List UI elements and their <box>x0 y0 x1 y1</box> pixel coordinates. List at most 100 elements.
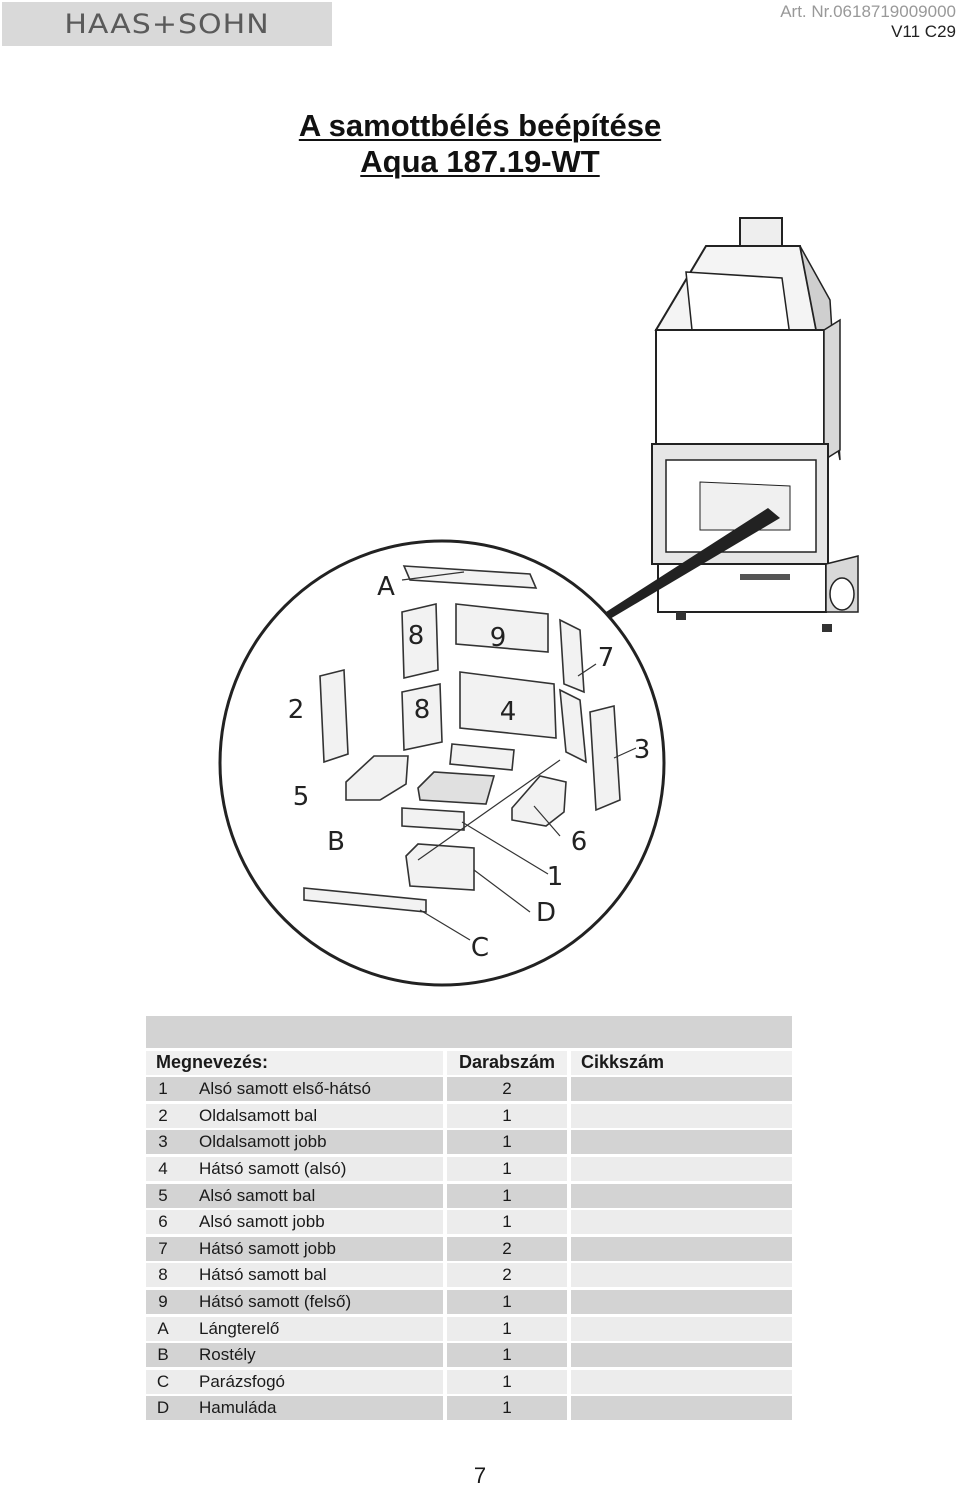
label-1: 1 <box>547 862 564 892</box>
row-quantity: 1 <box>447 1369 567 1394</box>
row-number: 6 <box>158 1212 168 1232</box>
row-name-cell: A Lángterelő <box>146 1316 443 1341</box>
detail-circle <box>218 539 666 987</box>
title-line-1: A samottbélés beépítése <box>298 108 662 143</box>
table-row: 9 Hátsó samott (felső) 1 <box>146 1289 792 1314</box>
row-number: A <box>157 1318 169 1338</box>
row-quantity: 1 <box>447 1289 567 1314</box>
label-8-lower: 8 <box>414 695 431 725</box>
row-part-name: Hátsó samott (alsó) <box>199 1158 347 1178</box>
row-number: 1 <box>158 1079 168 1099</box>
brand-logo: HAAS+SOHN <box>2 2 332 46</box>
stove-illustration <box>651 217 859 632</box>
article-info: Art. Nr.0618719009000 V11 C29 <box>780 2 956 42</box>
header-qty: Darabszám <box>447 1050 567 1075</box>
label-6: 6 <box>571 827 588 857</box>
label-B: B <box>327 827 345 857</box>
label-5: 5 <box>293 782 310 812</box>
row-article-code <box>571 1156 792 1181</box>
row-number: 2 <box>158 1105 168 1125</box>
row-article-code <box>571 1236 792 1261</box>
label-8-upper: 8 <box>408 621 425 651</box>
part-flame-baffle <box>402 565 538 589</box>
row-name-cell: D Hamuláda <box>146 1396 443 1421</box>
row-name-cell: 2 Oldalsamott bal <box>146 1103 443 1128</box>
part-side-left <box>319 668 349 764</box>
row-part-name: Hátsó samott (felső) <box>199 1291 352 1311</box>
row-number: 3 <box>158 1132 168 1152</box>
row-number: 8 <box>158 1265 168 1285</box>
label-2: 2 <box>288 695 305 725</box>
part-bottom-front <box>401 807 465 831</box>
title-line-2: Aqua 187.19-WT <box>360 144 600 179</box>
table-header-row: Megnevezés: Darabszám Cikkszám <box>146 1050 792 1075</box>
row-part-name: Hamuláda <box>199 1398 277 1418</box>
part-back-left-lower <box>401 683 443 751</box>
part-ember-catcher <box>303 887 427 913</box>
callout-pointer <box>588 508 780 632</box>
row-part-name: Hátsó samott jobb <box>199 1238 337 1258</box>
label-D: D <box>536 898 556 928</box>
row-number: 9 <box>158 1291 168 1311</box>
row-number: 7 <box>158 1238 168 1258</box>
label-7: 7 <box>598 643 615 673</box>
row-quantity: 1 <box>447 1183 567 1208</box>
header-name: Megnevezés: <box>146 1050 443 1075</box>
row-number: 4 <box>158 1158 168 1178</box>
stove-body <box>655 329 825 451</box>
part-front-rail <box>449 743 515 771</box>
row-article-code <box>571 1369 792 1394</box>
row-number: D <box>156 1398 170 1418</box>
label-9: 9 <box>490 623 507 653</box>
label-3: 3 <box>634 735 651 765</box>
exploded-view-diagram: A 8 9 7 2 8 4 3 5 B 6 1 D C <box>218 217 859 987</box>
row-name-cell: 8 Hátsó samott bal <box>146 1263 443 1288</box>
row-quantity: 1 <box>447 1343 567 1368</box>
row-quantity: 1 <box>447 1130 567 1155</box>
part-labels: A 8 9 7 2 8 4 3 5 B 6 1 D C <box>288 572 651 963</box>
row-name-cell: 7 Hátsó samott jobb <box>146 1236 443 1261</box>
header-code: Cikkszám <box>571 1050 792 1075</box>
version-code: V11 C29 <box>891 22 956 41</box>
label-A: A <box>377 572 395 602</box>
row-part-name: Oldalsamott bal <box>199 1105 318 1125</box>
part-back-lower <box>459 671 557 739</box>
logo-text: HAAS+SOHN <box>64 8 270 40</box>
page-number: 7 <box>473 1463 487 1488</box>
row-part-name: Rostély <box>199 1345 256 1365</box>
article-number: Art. Nr.0618719009000 <box>780 2 956 21</box>
row-number: C <box>156 1371 170 1391</box>
row-quantity: 2 <box>447 1263 567 1288</box>
row-quantity: 2 <box>447 1077 567 1102</box>
row-part-name: Lángterelő <box>199 1318 280 1338</box>
row-article-code <box>571 1130 792 1155</box>
row-article-code <box>571 1343 792 1368</box>
row-part-name: Oldalsamott jobb <box>199 1132 327 1152</box>
row-name-cell: 9 Hátsó samott (felső) <box>146 1289 443 1314</box>
row-part-name: Alsó samott bal <box>199 1185 316 1205</box>
part-back-left-upper <box>401 602 439 680</box>
row-quantity: 1 <box>447 1156 567 1181</box>
row-name-cell: 4 Hátsó samott (alsó) <box>146 1156 443 1181</box>
label-4: 4 <box>500 697 517 727</box>
row-article-code <box>571 1263 792 1288</box>
row-part-name: Hátsó samott bal <box>199 1265 327 1285</box>
part-grate <box>417 771 496 805</box>
table-row: 8 Hátsó samott bal 2 <box>146 1263 792 1288</box>
table-top-bar <box>146 1016 792 1048</box>
part-back-right-lower <box>559 688 587 764</box>
